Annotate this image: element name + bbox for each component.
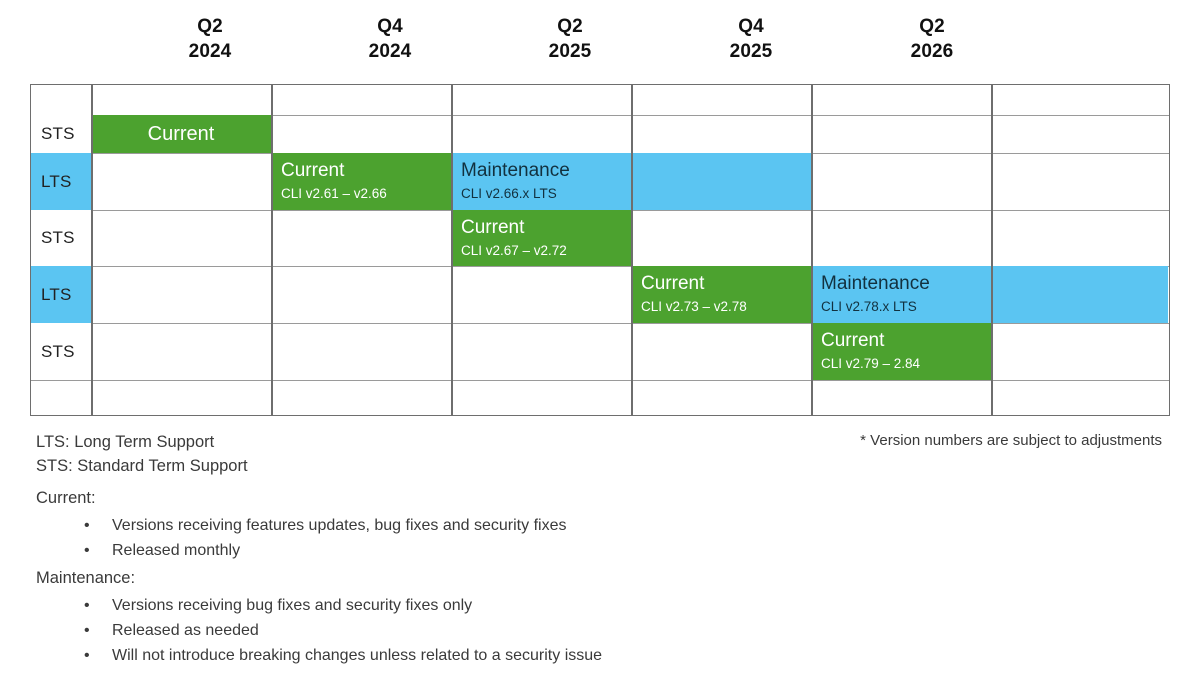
year-text: 2024	[188, 41, 232, 63]
notes-maintenance-list: • Versions receiving bug fixes and secur…	[36, 593, 936, 669]
year-text: 2026	[910, 41, 954, 63]
legend: LTS: Long Term Support STS: Standard Ter…	[36, 430, 248, 479]
bar-versions: CLI v2.66.x LTS	[461, 186, 557, 202]
list-item: • Released monthly	[36, 538, 936, 563]
row-label-lts-2: LTS	[31, 266, 91, 323]
legend-lts: LTS: Long Term Support	[36, 433, 215, 451]
quarter-text: Q2	[919, 16, 945, 37]
list-item-text: Versions receiving bug fixes and securit…	[112, 596, 473, 614]
quarter-label-4: Q2 2026	[852, 14, 1012, 64]
bar-phase: Current	[821, 330, 885, 352]
bullet-icon: •	[84, 596, 90, 614]
list-item-text: Will not introduce breaking changes unle…	[112, 647, 603, 665]
bar-lts-current-2[interactable]: Current CLI v2.73 – v2.78	[631, 266, 811, 323]
year-text: 2025	[729, 41, 773, 63]
list-item-text: Versions receiving features updates, bug…	[112, 516, 567, 534]
bar-lts-maintenance-2[interactable]: Maintenance CLI v2.78.x LTS	[811, 266, 1168, 323]
lifecycle-grid: STS LTS STS LTS STS Current Current CLI …	[30, 84, 1170, 416]
bullet-icon: •	[84, 516, 90, 534]
row-label-text: STS	[41, 124, 75, 143]
row-label-sts-2: STS	[31, 210, 91, 266]
row-label-text: LTS	[41, 171, 72, 191]
notes-current-list: • Versions receiving features updates, b…	[36, 513, 936, 564]
row-label-lts-1: LTS	[31, 153, 91, 210]
quarter-label-2: Q2 2025	[490, 14, 650, 64]
quarter-label-0: Q2 2024	[130, 14, 290, 64]
bar-phase: Maintenance	[461, 160, 570, 182]
year-text: 2025	[548, 41, 592, 63]
bar-versions: CLI v2.73 – v2.78	[641, 299, 747, 315]
quarter-label-1: Q4 2024	[310, 14, 470, 64]
list-item-text: Released monthly	[112, 541, 241, 559]
bar-sts-current-1[interactable]: Current	[91, 115, 271, 153]
bar-phase: Current	[147, 122, 215, 145]
list-item: • Will not introduce breaking changes un…	[36, 643, 936, 668]
legend-sts: STS: Standard Term Support	[36, 457, 248, 476]
bullet-icon: •	[84, 541, 90, 559]
row-divider	[31, 115, 1169, 117]
list-item: • Versions receiving features updates, b…	[36, 513, 936, 538]
quarter-axis: Q2 2024 Q4 2024 Q2 2025 Q4 2025 Q2 2026	[30, 14, 1170, 72]
quarter-label-3: Q4 2025	[671, 14, 831, 64]
row-divider	[31, 380, 1169, 382]
row-label-sts-1: STS	[31, 115, 91, 153]
quarter-text: Q4	[738, 16, 764, 37]
notes-maintenance-heading: Maintenance:	[36, 569, 136, 588]
list-item: • Released as needed	[36, 618, 936, 643]
bar-sts-current-3[interactable]: Current CLI v2.79 – 2.84	[811, 323, 991, 380]
row-label-sts-3: STS	[31, 323, 91, 380]
list-item: • Versions receiving bug fixes and secur…	[36, 593, 936, 618]
column-divider	[451, 85, 453, 415]
bar-phase: Current	[461, 216, 525, 238]
bar-versions: CLI v2.61 – v2.66	[281, 186, 387, 202]
row-label-text: STS	[41, 228, 75, 247]
column-divider	[91, 85, 93, 415]
bar-sts-current-2[interactable]: Current CLI v2.67 – v2.72	[451, 210, 631, 266]
bar-versions: CLI v2.78.x LTS	[821, 299, 917, 315]
year-text: 2024	[368, 41, 412, 63]
list-item-text: Released as needed	[112, 621, 259, 639]
bar-phase: Current	[641, 273, 705, 295]
column-divider	[991, 85, 993, 415]
quarter-text: Q4	[377, 16, 403, 37]
notes-section: Current: • Versions receiving features u…	[36, 486, 936, 671]
column-divider	[271, 85, 273, 415]
quarter-text: Q2	[197, 16, 223, 37]
column-divider	[631, 85, 633, 415]
bar-lts-current-1[interactable]: Current CLI v2.61 – v2.66	[271, 153, 451, 210]
bar-phase: Current	[281, 160, 345, 182]
row-label-text: STS	[41, 341, 75, 361]
bullet-icon: •	[84, 621, 90, 639]
quarter-text: Q2	[557, 16, 583, 37]
bar-versions: CLI v2.79 – 2.84	[821, 356, 921, 372]
notes-current-heading: Current:	[36, 489, 96, 507]
footnote-version-disclaimer: * Version numbers are subject to adjustm…	[860, 432, 1162, 449]
row-divider	[31, 323, 1169, 325]
bar-phase: Maintenance	[821, 273, 930, 295]
row-label-text: LTS	[41, 284, 72, 304]
column-divider	[811, 85, 813, 415]
bar-versions: CLI v2.67 – v2.72	[461, 242, 567, 258]
row-divider	[31, 266, 1169, 268]
bullet-icon: •	[84, 647, 90, 665]
